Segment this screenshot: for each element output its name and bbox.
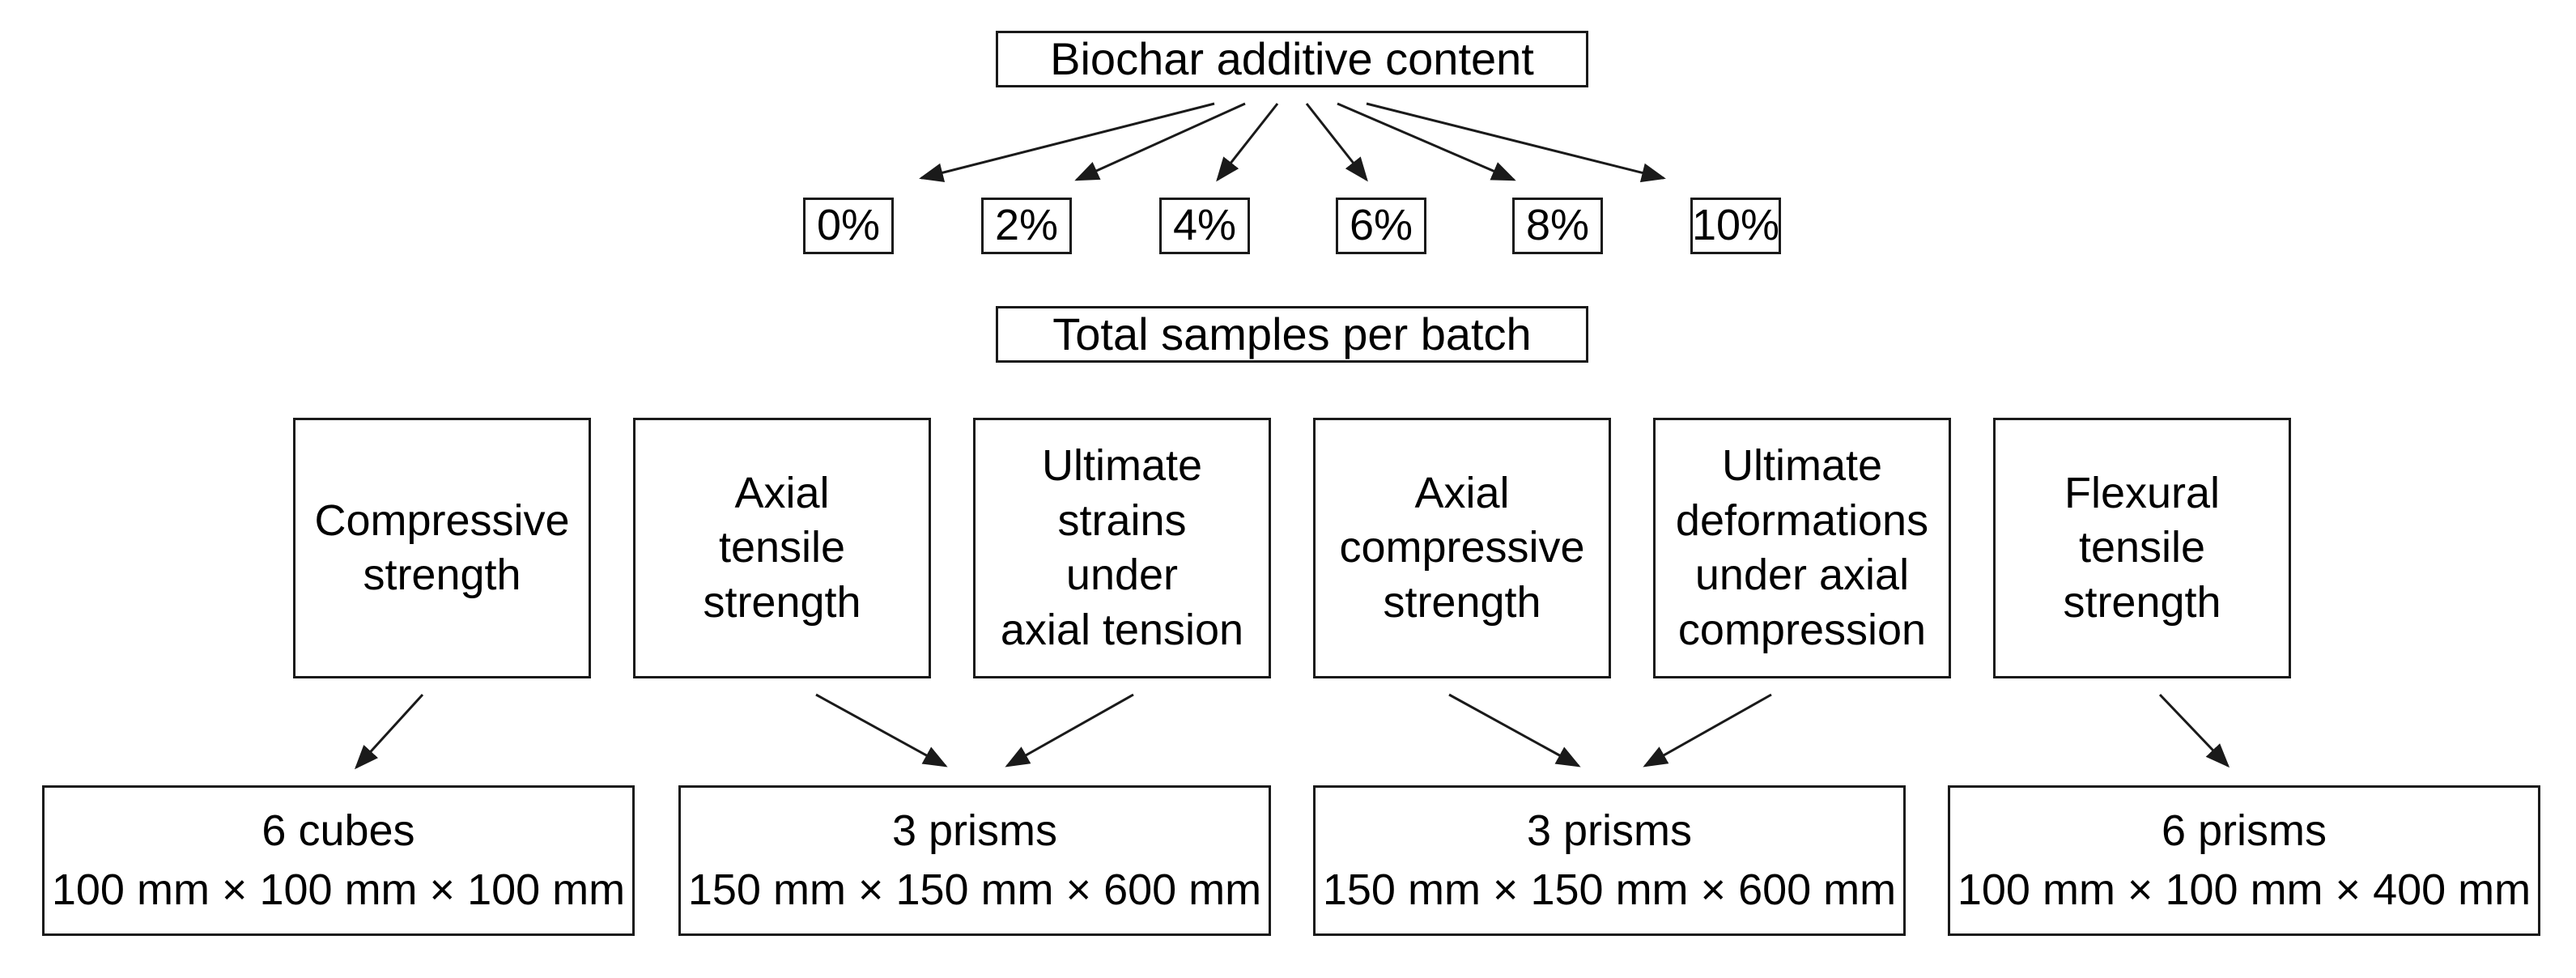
percentage-box-8: 8% [1512,198,1603,254]
arrow-to-2pct [1074,102,1246,181]
specimen-count: 6 prisms [2161,806,2327,856]
percentage-box-0: 0% [803,198,894,254]
arrow-flexural-to-prisms [2158,693,2230,768]
test-box-compressive-strength: Compressive strength [293,418,591,678]
percentage-box-2: 2% [981,198,1072,254]
percentage-label: 10% [1691,201,1780,250]
specimen-size: 100 mm × 100 mm × 100 mm [51,865,626,914]
total-samples-header: Total samples per batch [996,306,1588,363]
percentage-label: 0% [816,201,881,250]
percentage-box-10: 10% [1690,198,1781,254]
test-box-ultimate-deformations: Ultimate deformations under axial compre… [1653,418,1951,678]
arrow-to-10pct [1366,102,1666,183]
arrow-to-6pct [1305,103,1368,182]
arrow-axial-tensile-to-prisms [815,693,948,768]
arrow-to-0pct [919,102,1215,182]
percentage-box-6: 6% [1336,198,1426,254]
specimen-size: 150 mm × 150 mm × 600 mm [687,865,1262,914]
specimen-count: 6 cubes [261,806,415,856]
test-label: Axial compressive strength [1339,468,1585,627]
specimen-box-prisms-flexural: 6 prisms 100 mm × 100 mm × 400 mm [1948,785,2540,936]
test-label: Axial tensile strength [703,468,861,627]
specimen-count: 3 prisms [891,806,1058,856]
specimen-size: 150 mm × 150 mm × 600 mm [1322,865,1897,914]
percentage-label: 4% [1172,201,1237,250]
arrow-compressive-to-cubes [354,693,424,770]
test-box-flexural-tensile-strength: Flexural tensile strength [1993,418,2291,678]
specimen-box-prisms-compression: 3 prisms 150 mm × 150 mm × 600 mm [1313,785,1906,936]
biochar-content-header-label: Biochar additive content [1050,33,1534,84]
specimen-count: 3 prisms [1526,806,1693,856]
test-label: Compressive strength [314,495,570,600]
percentage-label: 6% [1349,201,1413,250]
percentage-label: 8% [1525,201,1590,250]
test-label: Ultimate deformations under axial compre… [1675,441,1929,654]
test-label: Flexural tensile strength [2063,468,2221,627]
arrow-to-4pct [1216,103,1279,182]
total-samples-header-label: Total samples per batch [1052,308,1532,359]
test-box-axial-tensile-strength: Axial tensile strength [633,418,931,678]
arrow-axial-compressive-to-prisms [1448,693,1581,768]
arrow-strains-to-prisms [1005,693,1134,768]
arrow-to-8pct [1337,102,1516,181]
test-box-ultimate-strains: Ultimate strains under axial tension [973,418,1271,678]
biochar-content-header: Biochar additive content [996,31,1588,87]
specimen-box-cubes: 6 cubes 100 mm × 100 mm × 100 mm [42,785,635,936]
percentage-label: 2% [994,201,1059,250]
percentage-box-4: 4% [1159,198,1250,254]
specimen-box-prisms-tension: 3 prisms 150 mm × 150 mm × 600 mm [678,785,1271,936]
test-label: Ultimate strains under axial tension [1000,441,1244,654]
test-box-axial-compressive-strength: Axial compressive strength [1313,418,1611,678]
arrow-deformations-to-prisms [1643,693,1772,768]
specimen-size: 100 mm × 100 mm × 400 mm [1957,865,2531,914]
